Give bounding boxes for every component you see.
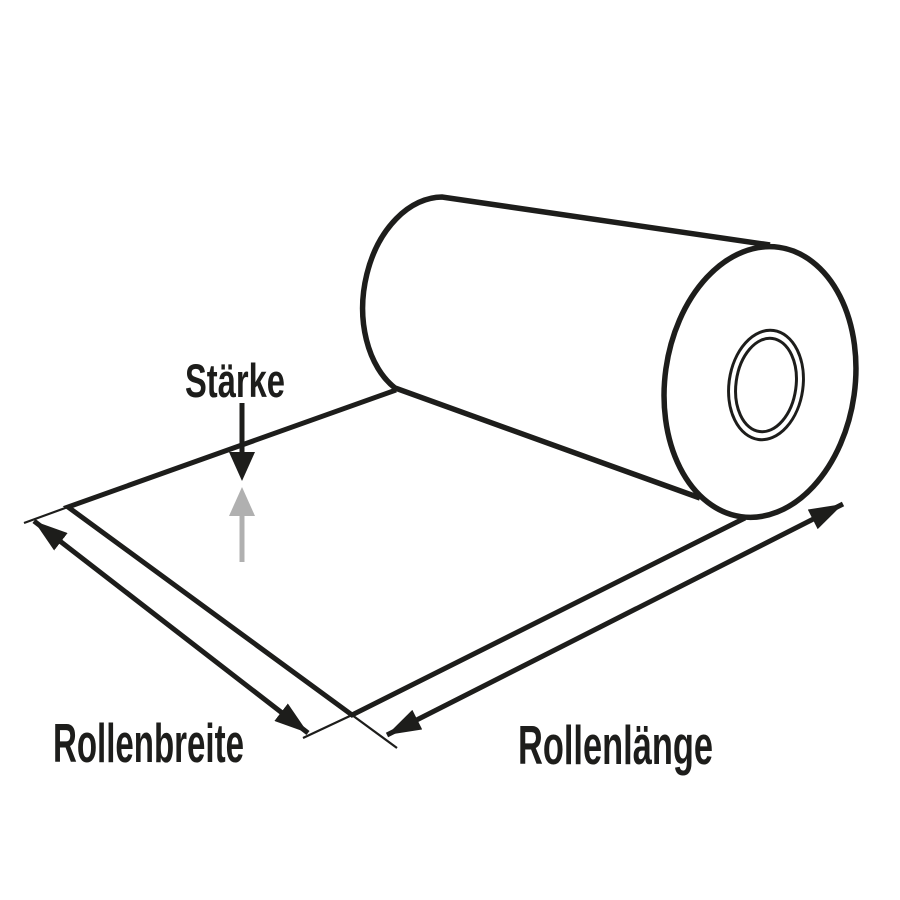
extension-tick-left-corner: [23, 505, 69, 525]
roll-length-dimension-arrow: [385, 501, 845, 738]
roll-core-outer-ring: [727, 328, 805, 442]
roll-width-label: Rollenbreite: [53, 712, 244, 774]
roll-cylinder-outline: [359, 194, 771, 501]
thickness-arrow-up-icon: [229, 487, 255, 562]
roll-length-label: Rollenlänge: [518, 714, 713, 776]
extension-tick-bottom-corner-right: [351, 714, 398, 749]
thickness-arrow-down-icon: [229, 403, 255, 481]
thickness-label: Stärke: [185, 354, 285, 407]
roll-core-inner-ring: [734, 336, 798, 434]
extension-tick-bottom-corner-left: [302, 714, 353, 739]
roll-width-dimension-arrow: [32, 519, 310, 735]
